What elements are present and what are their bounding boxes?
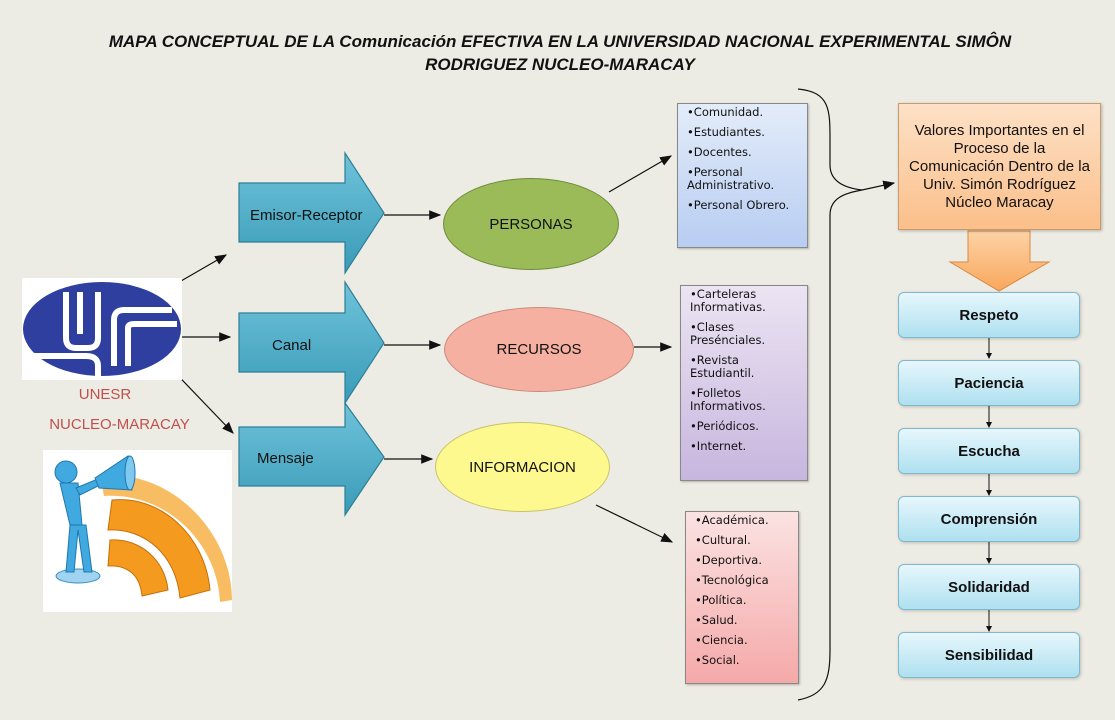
list-personas: Comunidad. Estudiantes. Docentes. Person…: [677, 103, 808, 248]
valores-heading-box: Valores Importantes en el Proceso de la …: [898, 103, 1101, 230]
list-item: Carteleras Informativas.: [690, 288, 801, 314]
label-emisor-receptor: Emisor-Receptor: [250, 206, 363, 224]
value-label: Comprensión: [940, 510, 1038, 528]
value-paciencia: Paciencia: [898, 360, 1080, 406]
node-informacion-label: INFORMACION: [469, 458, 576, 476]
list-item: Cultural.: [695, 534, 792, 547]
list-item: Clases Presénciales.: [690, 321, 801, 347]
list-item: Comunidad.: [687, 106, 801, 119]
list-item: Tecnológica: [695, 574, 792, 587]
value-label: Respeto: [959, 306, 1019, 324]
value-label: Solidaridad: [948, 578, 1030, 596]
block-arrow-emisor: [238, 150, 385, 276]
orange-down-arrow: [948, 230, 1051, 292]
logo-caption-unesr: UNESR: [78, 386, 132, 403]
block-arrow-mensaje: [238, 401, 385, 517]
megaphone-illustration: [43, 450, 232, 612]
valores-heading: Valores Importantes en el Proceso de la …: [909, 121, 1090, 211]
list-item: Social.: [695, 654, 792, 667]
logo-caption-nucleo: NUCLEO-MARACAY: [49, 416, 190, 433]
node-personas: PERSONAS: [443, 178, 619, 270]
node-recursos-label: RECURSOS: [496, 341, 582, 358]
list-item: Deportiva.: [695, 554, 792, 567]
list-item: Revista Estudiantil.: [690, 354, 801, 380]
value-escucha: Escucha: [898, 428, 1080, 474]
unesr-logo-icon: [22, 282, 181, 378]
title-line-2: RODRIGUEZ NUCLEO-MARACAY: [425, 55, 695, 74]
list-item: Política.: [695, 594, 792, 607]
label-mensaje: Mensaje: [257, 449, 314, 467]
value-comprension: Comprensión: [898, 496, 1080, 542]
list-item: Periódicos.: [690, 420, 801, 433]
list-item: Salud.: [695, 614, 792, 627]
page-title: MAPA CONCEPTUAL DE LA Comunicación EFECT…: [60, 30, 1060, 76]
value-solidaridad: Solidaridad: [898, 564, 1080, 610]
block-arrow-canal: [238, 279, 385, 406]
value-sensibilidad: Sensibilidad: [898, 632, 1080, 678]
list-item: Personal Obrero.: [687, 199, 801, 212]
list-item: Docentes.: [687, 146, 801, 159]
list-recursos: Carteleras Informativas. Clases Presénci…: [680, 285, 808, 481]
value-label: Sensibilidad: [944, 646, 1034, 664]
list-item: Personal Administrativo.: [687, 166, 801, 192]
list-item: Internet.: [690, 440, 801, 453]
label-canal: Canal: [272, 336, 312, 354]
list-item: Ciencia.: [695, 634, 792, 647]
node-informacion: INFORMACION: [435, 422, 610, 512]
value-label: Paciencia: [954, 374, 1024, 392]
node-personas-label: PERSONAS: [489, 215, 573, 233]
list-item: Folletos Informativos.: [690, 387, 801, 413]
unesr-logo: [22, 278, 182, 380]
value-respeto: Respeto: [898, 292, 1080, 338]
list-item: Estudiantes.: [687, 126, 801, 139]
node-recursos: RECURSOS: [444, 307, 634, 392]
list-informacion: Académica. Cultural. Deportiva. Tecnológ…: [685, 511, 799, 684]
list-item: Académica.: [695, 514, 792, 527]
value-label: Escucha: [958, 442, 1020, 460]
title-line-1: MAPA CONCEPTUAL DE LA Comunicación EFECT…: [108, 32, 1012, 51]
